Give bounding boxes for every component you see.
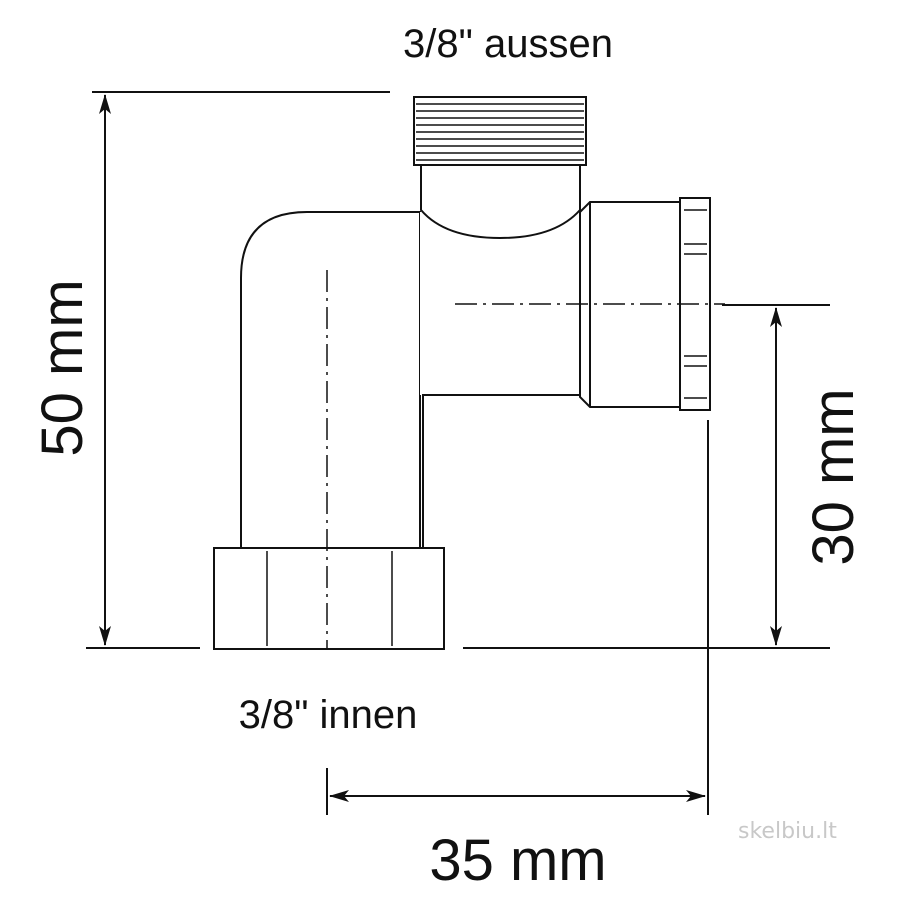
fitting-body <box>213 96 725 650</box>
bottom-nut <box>213 547 445 650</box>
thread-lines <box>416 103 584 161</box>
bottom-nut-facets <box>266 551 393 646</box>
top-thread-label: 3/8" aussen <box>403 22 613 66</box>
height-dimension <box>86 91 390 649</box>
watermark: skelbiu.lt <box>738 819 837 844</box>
width-dimension-label: 35 mm <box>429 828 606 893</box>
offset-dimension <box>463 304 830 649</box>
offset-dimension-label: 30 mm <box>801 388 866 565</box>
neck <box>420 164 581 240</box>
bottom-thread-label: 3/8" innen <box>239 693 418 737</box>
side-nut-facets <box>684 209 707 399</box>
elbow-outline-lower <box>422 394 580 548</box>
top-thread <box>413 96 587 166</box>
elbow-pipe <box>240 211 421 549</box>
width-dimension <box>326 420 709 815</box>
height-dimension-label: 50 mm <box>30 279 95 456</box>
